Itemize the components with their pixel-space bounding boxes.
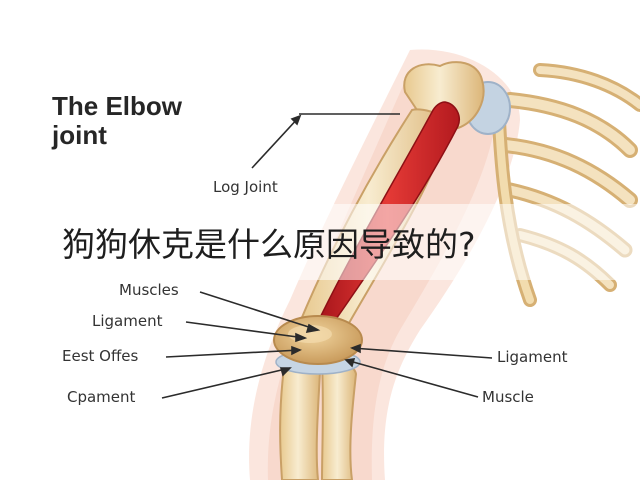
label-muscles: Muscles — [119, 281, 179, 299]
label-log-joint: Log Joint — [213, 178, 278, 196]
caption-banner — [0, 204, 640, 280]
label-muscle-right: Muscle — [482, 388, 534, 406]
diagram-title: The Elbow joint — [52, 92, 182, 150]
ulna — [320, 360, 358, 481]
caption-banner-text: 狗狗休克是什么原因导致的? — [62, 225, 476, 264]
label-cpament: Cpament — [67, 388, 136, 406]
radius — [279, 358, 322, 481]
title-line-1: The Elbow — [52, 91, 182, 121]
label-ligament-left: Ligament — [92, 312, 163, 330]
label-eest-offes: Eest Offes — [62, 347, 139, 365]
title-line-2: joint — [52, 120, 107, 150]
label-ligament-right: Ligament — [497, 348, 568, 366]
pointer-lines — [161, 113, 493, 399]
